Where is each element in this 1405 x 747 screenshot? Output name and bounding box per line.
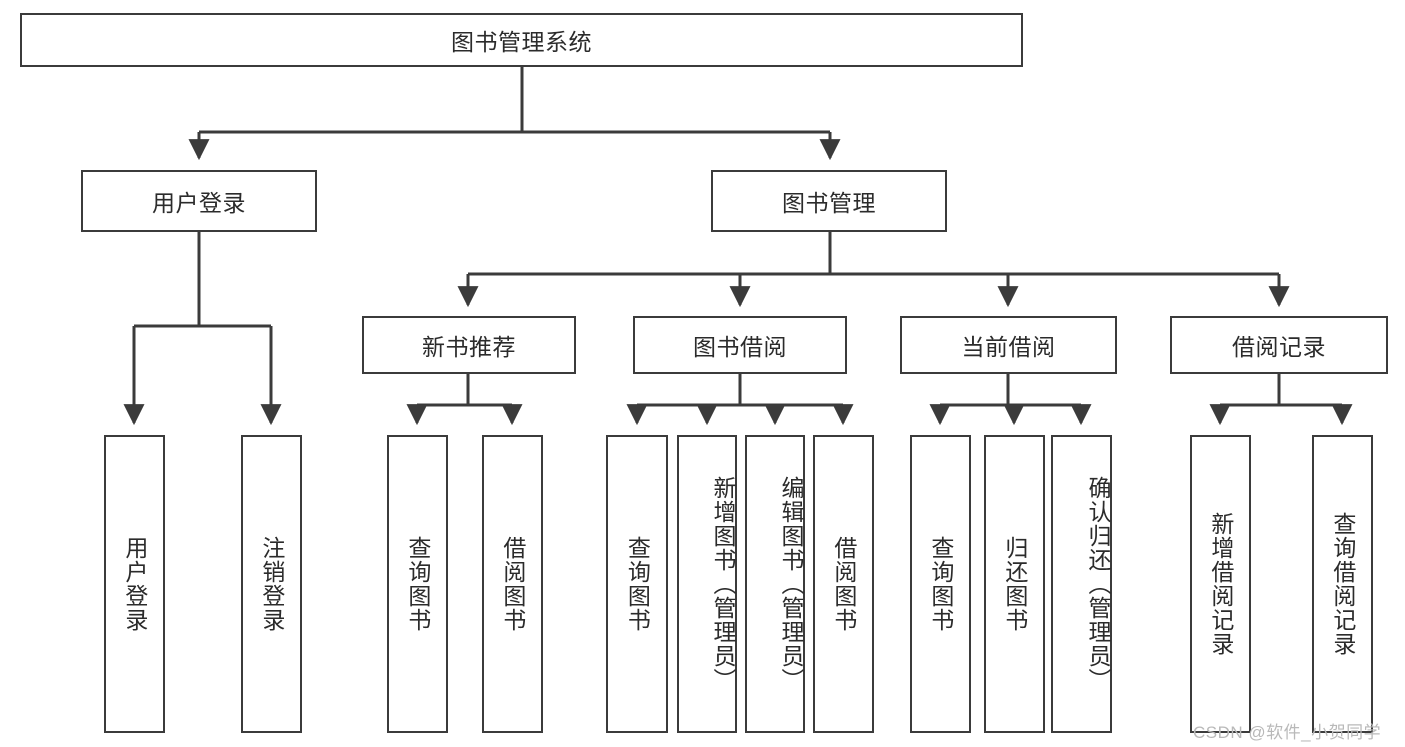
node-user-login[interactable]: 用户登录 (81, 170, 317, 232)
node-book-borrow[interactable]: 图书借阅 (633, 316, 847, 374)
node-leaf-query-book-1[interactable]: 查询图书 (387, 435, 448, 733)
node-leaf-return-book[interactable]: 归还图书 (984, 435, 1045, 733)
node-current-borrow[interactable]: 当前借阅 (900, 316, 1117, 374)
node-leaf-query-book-2[interactable]: 查询图书 (606, 435, 668, 733)
node-leaf-confirm-return[interactable]: 确认归还（管理员） (1051, 435, 1112, 733)
node-leaf-query-borrow-record[interactable]: 查询借阅记录 (1312, 435, 1373, 733)
node-borrow-record[interactable]: 借阅记录 (1170, 316, 1388, 374)
node-leaf-query-book-3[interactable]: 查询图书 (910, 435, 971, 733)
node-leaf-logout-login[interactable]: 注销登录 (241, 435, 302, 733)
node-new-book-recommend[interactable]: 新书推荐 (362, 316, 576, 374)
node-root[interactable]: 图书管理系统 (20, 13, 1023, 67)
csdn-watermark: CSDN @软件_小贺同学 (1193, 723, 1382, 742)
node-leaf-user-login[interactable]: 用户登录 (104, 435, 165, 733)
node-leaf-add-borrow-record[interactable]: 新增借阅记录 (1190, 435, 1251, 733)
node-leaf-borrow-book-1[interactable]: 借阅图书 (482, 435, 543, 733)
node-leaf-edit-book[interactable]: 编辑图书（管理员） (745, 435, 805, 733)
node-book-management[interactable]: 图书管理 (711, 170, 947, 232)
node-leaf-borrow-book-2[interactable]: 借阅图书 (813, 435, 874, 733)
node-leaf-add-book[interactable]: 新增图书（管理员） (677, 435, 737, 733)
